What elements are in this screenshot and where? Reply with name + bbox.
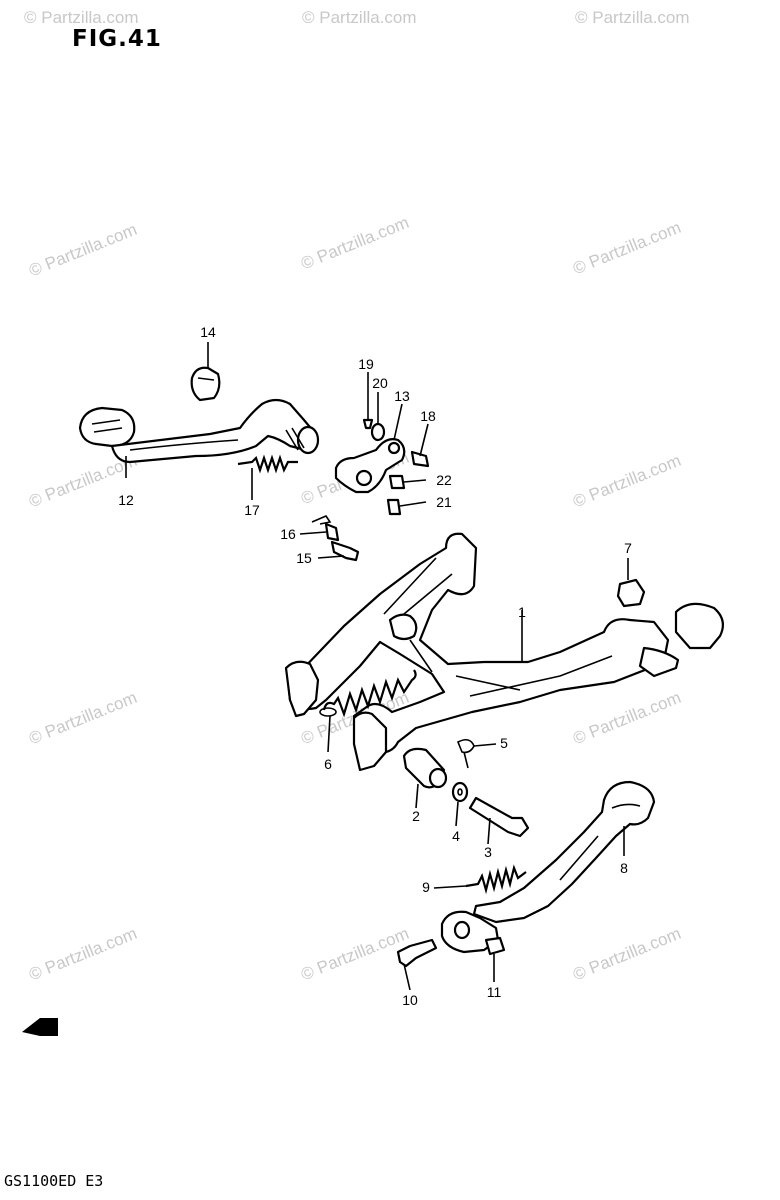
model-code: GS1100ED E3 xyxy=(4,1172,104,1190)
bolt-21 xyxy=(386,498,402,516)
callout-21[interactable]: 21 xyxy=(436,494,452,510)
bolt-3 xyxy=(468,796,530,838)
spring-9 xyxy=(465,864,527,895)
callout-6[interactable]: 6 xyxy=(324,756,332,772)
washer-4 xyxy=(451,781,469,803)
callout-2[interactable]: 2 xyxy=(412,808,420,824)
callout-16[interactable]: 16 xyxy=(280,526,296,542)
callout-12[interactable]: 12 xyxy=(118,492,134,508)
side-stand-bracket xyxy=(440,910,500,954)
callout-13[interactable]: 13 xyxy=(394,388,410,404)
side-stand xyxy=(472,780,656,924)
callout-1[interactable]: 1 xyxy=(518,604,526,620)
figure-title: FIG.41 xyxy=(72,26,162,52)
nut-11 xyxy=(484,936,506,956)
watermark: © Partzilla.com xyxy=(575,8,690,27)
nut-22 xyxy=(388,474,406,490)
callout-9[interactable]: 9 xyxy=(422,879,430,895)
spring-17 xyxy=(237,454,298,474)
callout-8[interactable]: 8 xyxy=(620,860,628,876)
callout-19[interactable]: 19 xyxy=(358,356,374,372)
center-stand-frame xyxy=(284,532,725,772)
bolt-10 xyxy=(396,938,438,968)
cap-14 xyxy=(190,366,221,402)
callout-15[interactable]: 15 xyxy=(296,550,312,566)
cotter-pin-5 xyxy=(456,738,475,769)
callout-20[interactable]: 20 xyxy=(372,375,388,391)
callout-22[interactable]: 22 xyxy=(436,472,452,488)
pin-19 xyxy=(362,386,374,430)
callout-3[interactable]: 3 xyxy=(484,844,492,860)
cap-7 xyxy=(616,578,646,608)
callout-4[interactable]: 4 xyxy=(452,828,460,844)
bracket-13 xyxy=(334,438,406,494)
spacer-2 xyxy=(402,747,448,789)
washer-20 xyxy=(370,422,386,442)
callout-14[interactable]: 14 xyxy=(200,324,216,340)
callout-11[interactable]: 11 xyxy=(486,984,502,1000)
callout-7[interactable]: 7 xyxy=(624,540,632,556)
front-arrow-icon xyxy=(22,1018,58,1036)
callout-18[interactable]: 18 xyxy=(420,408,436,424)
bolt-18 xyxy=(410,450,430,468)
watermark: © Partzilla.com xyxy=(24,8,139,27)
brake-pedal-arm xyxy=(78,398,320,464)
cotter-pin-16 xyxy=(311,515,340,542)
clevis-pin-15 xyxy=(330,540,360,562)
callout-17[interactable]: 17 xyxy=(244,502,260,518)
callout-5[interactable]: 5 xyxy=(500,735,508,751)
callout-10[interactable]: 10 xyxy=(402,992,418,1008)
spring-6 xyxy=(319,669,417,718)
leader-lines xyxy=(125,342,629,991)
watermark: © Partzilla.com xyxy=(302,8,417,27)
